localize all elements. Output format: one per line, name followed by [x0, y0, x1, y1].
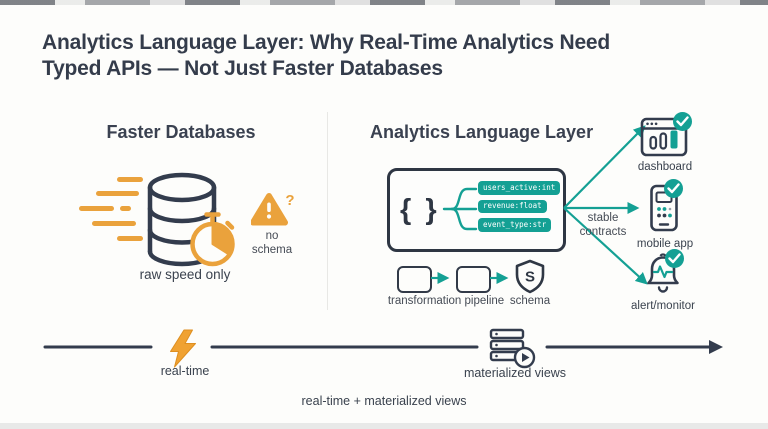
section-divider — [327, 112, 328, 310]
typed-api-box: { } users_active:int revenue:float event… — [387, 168, 566, 252]
page-title-line1: Analytics Language Layer: Why Real-Time … — [42, 31, 611, 54]
materialized-views-label: materialized views — [463, 366, 567, 380]
page-title-line2: Typed APIs — Not Just Faster Databases — [42, 57, 443, 80]
contract-arrows — [563, 125, 648, 285]
realtime-bolt-icon — [167, 329, 199, 368]
typed-field-pill: event_type:str — [478, 218, 552, 232]
typed-field-pill: revenue:float — [478, 199, 547, 214]
checkmark-badge-icon — [664, 179, 683, 198]
brace-connector-icon — [442, 187, 478, 231]
mobile-app-label: mobile app — [636, 238, 694, 250]
pipeline-stage-box — [397, 266, 432, 293]
speed-line-icon — [120, 206, 131, 211]
checkmark-badge-icon — [665, 249, 684, 268]
timeline-caption: real-time + materialized views — [301, 394, 467, 408]
timeline-axis — [43, 340, 723, 354]
question-mark: ? — [285, 192, 294, 209]
bottom-edge-artifact — [0, 423, 768, 429]
schema-label: schema — [509, 295, 551, 307]
speed-line-icon — [79, 206, 114, 211]
pipeline-arrow-icon — [431, 272, 450, 284]
pipeline-stage-box — [456, 266, 491, 293]
page-title: Analytics Language Layer: Why Real-Time … — [42, 30, 642, 82]
checkmark-badge-icon — [673, 112, 692, 131]
typed-field-pill: users_active:int — [478, 181, 561, 195]
realtime-label: real-time — [160, 364, 210, 378]
stable-contracts-label: stable contracts — [579, 212, 627, 238]
left-section-heading: Faster Databases — [106, 122, 256, 142]
stopwatch-icon — [185, 211, 240, 268]
speed-line-icon — [92, 221, 136, 226]
schema-shield-icon: S — [514, 259, 546, 294]
speed-line-icon — [96, 191, 139, 196]
no-schema-warning-icon: ? — [251, 191, 299, 231]
no-schema-label: no schema — [251, 230, 293, 256]
alert-monitor-label: alert/monitor — [631, 300, 695, 312]
typed-field-list: users_active:int revenue:float event_typ… — [478, 181, 561, 232]
speed-line-icon — [117, 177, 143, 182]
pipeline-label: transformation pipeline — [387, 295, 505, 307]
top-edge-artifact — [0, 0, 768, 5]
dashboard-label: dashboard — [637, 161, 693, 173]
pipeline-arrow-icon — [490, 272, 509, 284]
shield-letter: S — [525, 269, 535, 286]
materialized-views-icon — [489, 328, 537, 370]
json-braces: { } — [400, 194, 440, 226]
speed-line-icon — [117, 236, 143, 241]
right-section-heading: Analytics Language Layer — [370, 122, 594, 142]
left-caption: raw speed only — [139, 267, 231, 282]
